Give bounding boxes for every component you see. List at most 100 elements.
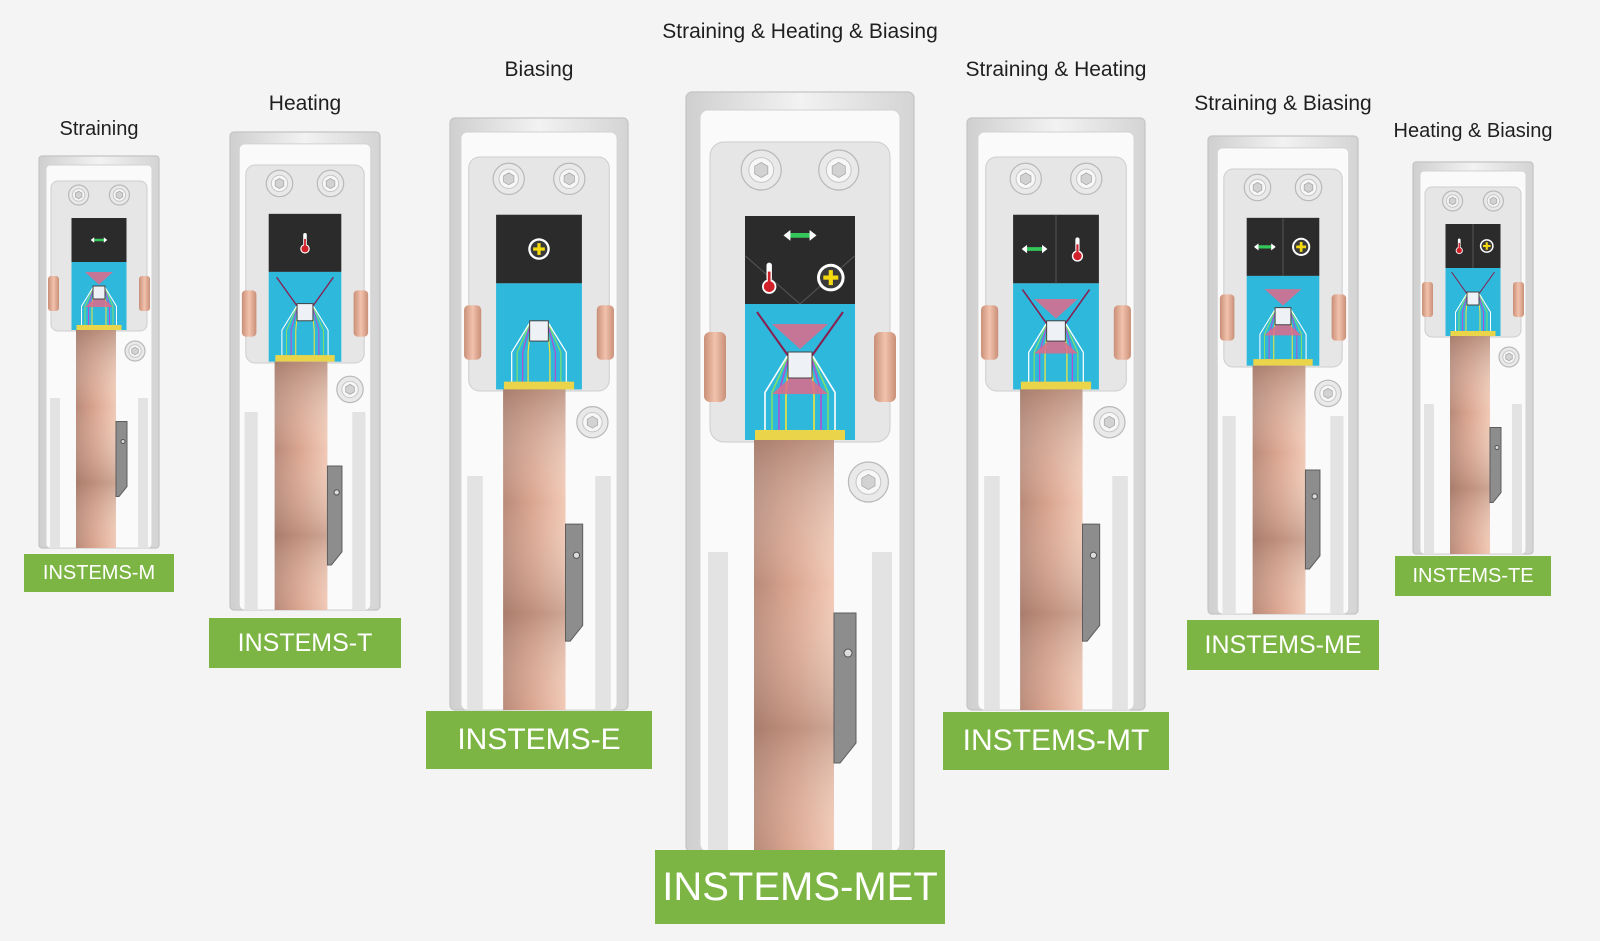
holder-title: Heating <box>268 92 342 115</box>
model-label: INSTEMS-MT <box>943 712 1169 770</box>
cap-divider <box>744 255 801 305</box>
clip-pin <box>120 439 126 445</box>
model-label: INSTEMS-ME <box>1187 620 1379 670</box>
strain-icon <box>1253 243 1276 251</box>
contact-pad <box>1219 294 1235 341</box>
plus-icon <box>1292 237 1311 256</box>
model-label: INSTEMS-TE <box>1395 556 1551 596</box>
ribbon-clip <box>1082 523 1101 642</box>
screw-icon <box>576 406 609 439</box>
holder-instems-mt: Straining & Heating INSTEMS-MT <box>943 56 1169 770</box>
contact-pad <box>1422 282 1433 317</box>
model-label: INSTEMS-M <box>24 554 174 592</box>
sample-window <box>1046 320 1066 342</box>
screw-icon <box>740 149 782 191</box>
strain-actuator <box>1034 334 1078 354</box>
holder-illustration <box>229 131 381 611</box>
contact-pad <box>48 276 59 311</box>
screw-icon <box>316 169 345 198</box>
sample-window <box>787 351 813 379</box>
plus-icon <box>1479 239 1494 253</box>
holder-instems-te: Heating & Biasing INSTEMS-TE <box>1393 114 1553 596</box>
chip-circuitry <box>1455 291 1491 336</box>
flex-ribbon-shading <box>1020 389 1083 710</box>
strain-actuator <box>85 272 113 285</box>
flex-ribbon-shading <box>274 361 328 610</box>
flex-ribbon-shading <box>754 440 834 852</box>
contact-pad <box>1513 282 1524 317</box>
screw-icon <box>1093 406 1126 439</box>
chip-contacts <box>275 355 335 362</box>
sample-window <box>1274 307 1292 326</box>
holder-title: Straining & Heating <box>965 58 1147 81</box>
holder-instems-me: Straining & Biasing INSTEMS-ME <box>1187 88 1379 670</box>
screw-icon <box>265 169 294 198</box>
holder-illustration <box>449 117 629 711</box>
screw-icon <box>108 184 131 206</box>
holder-instems-m: Straining INSTEMS-M <box>24 112 174 592</box>
screw-icon <box>553 162 586 196</box>
model-label: INSTEMS-MET <box>655 850 945 924</box>
contact-pad <box>596 305 614 360</box>
holder-title: Straining & Heating & Biasing <box>662 20 938 43</box>
strain-actuator <box>772 324 828 349</box>
holder-illustration <box>685 91 915 853</box>
chip-contacts <box>755 430 845 440</box>
strain-icon <box>783 229 817 241</box>
holder-instems-met: Straining & Heating & Biasing INSTEMS-ME… <box>655 18 945 924</box>
contact-pad <box>704 332 726 402</box>
contact-pad <box>139 276 150 311</box>
contact-pad <box>1331 294 1347 341</box>
contact-pad <box>241 290 257 337</box>
holder-illustration <box>1207 135 1359 615</box>
plus-icon <box>817 263 845 292</box>
clip-pin <box>333 489 340 496</box>
sample-window <box>529 320 549 342</box>
strain-icon <box>1021 244 1048 254</box>
flex-ribbon-shading <box>1252 365 1306 614</box>
sample-window <box>92 285 106 300</box>
flex-ribbon-shading <box>1450 336 1490 554</box>
screw-icon <box>1294 173 1323 202</box>
ribbon-clip <box>1489 427 1502 504</box>
clip-pin <box>843 648 853 658</box>
screw-icon <box>1070 162 1103 196</box>
chip-contacts <box>1253 359 1313 366</box>
chip-contacts <box>503 381 575 390</box>
screw-icon <box>1441 190 1464 212</box>
strain-actuator <box>772 369 828 394</box>
thermometer-icon <box>300 232 310 254</box>
screw-icon <box>67 184 90 206</box>
flex-ribbon-shading <box>503 389 566 710</box>
holder-instems-t: Heating INSTEMS-T <box>209 88 401 668</box>
model-label: INSTEMS-T <box>209 618 401 668</box>
contact-pad <box>981 305 999 360</box>
ribbon-clip <box>326 465 343 566</box>
holder-title: Straining <box>59 118 139 140</box>
strain-actuator <box>85 294 113 307</box>
thermometer-icon <box>1071 237 1084 262</box>
clip-pin <box>1494 445 1500 451</box>
model-label: INSTEMS-E <box>426 711 652 769</box>
chip-circuitry <box>281 303 329 362</box>
contact-pad <box>874 332 896 402</box>
clip-pin <box>572 551 581 559</box>
holder-illustration <box>966 117 1146 711</box>
strain-actuator <box>1034 298 1078 319</box>
holder-illustration <box>1412 161 1534 555</box>
thermometer-icon <box>1455 238 1463 255</box>
chip-cap <box>745 216 855 304</box>
clip-pin <box>1089 551 1098 559</box>
sample-window <box>296 303 314 322</box>
thermometer-icon <box>762 262 777 294</box>
chip-contacts <box>1450 331 1496 336</box>
holder-title: Heating & Biasing <box>1393 120 1553 142</box>
screw-icon <box>336 375 364 404</box>
screw-icon <box>1009 162 1042 196</box>
chip-contacts <box>76 325 122 330</box>
screw-icon <box>847 461 889 503</box>
chip-contacts <box>1020 381 1092 390</box>
flex-ribbon-shading <box>76 330 116 548</box>
screw-icon <box>818 149 860 191</box>
screw-icon <box>1243 173 1272 202</box>
